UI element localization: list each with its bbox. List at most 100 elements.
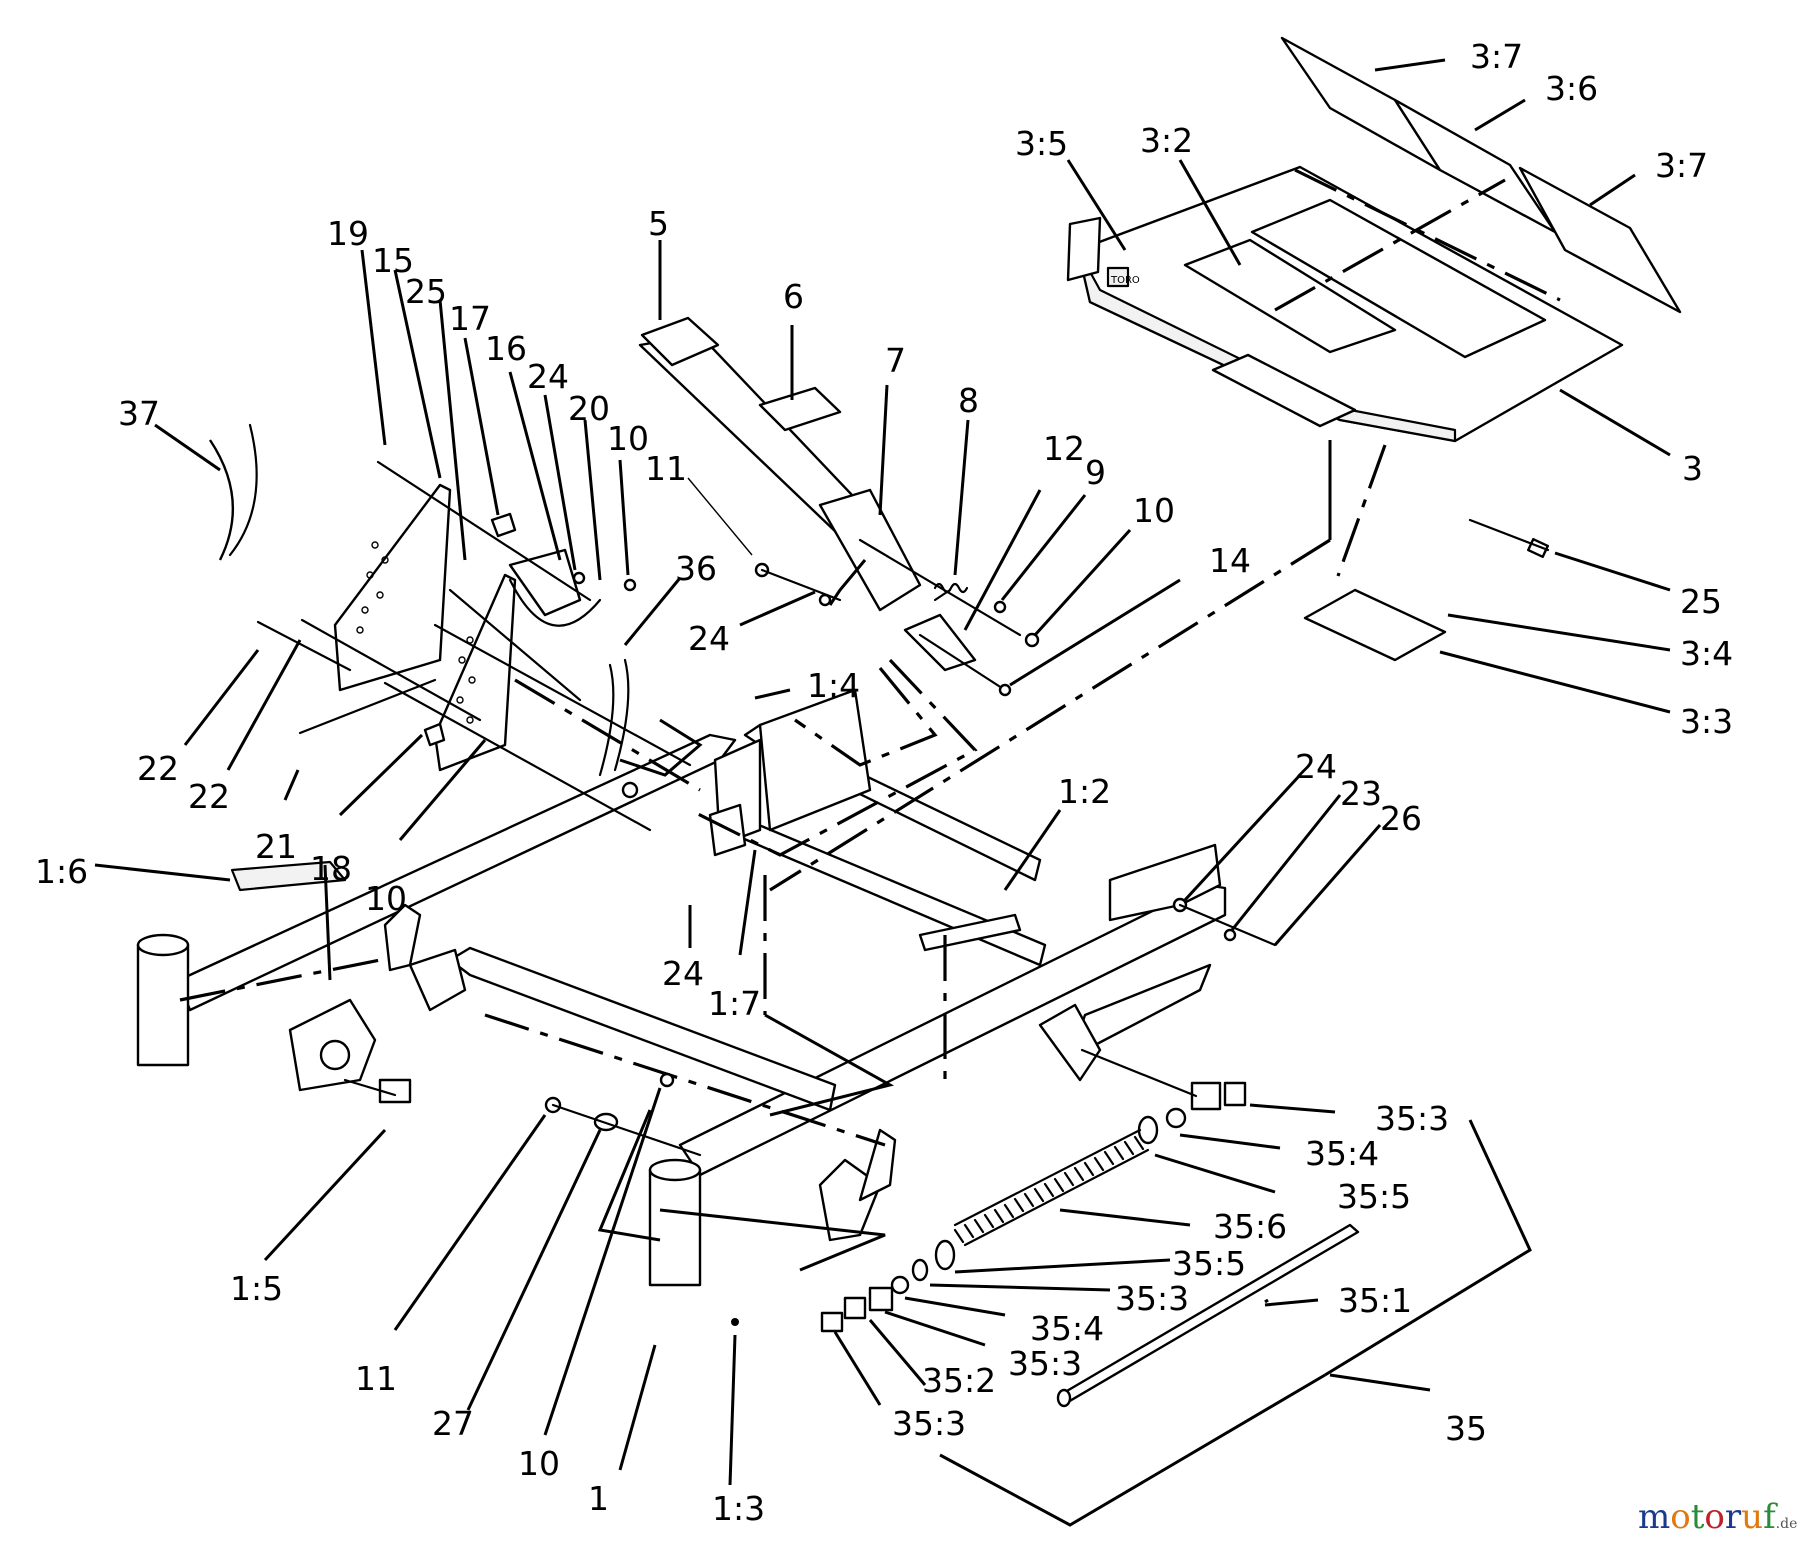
leader-frame-lower-path [659,1208,886,1272]
leader-26 [1273,824,1382,946]
washer-35-5-top [1137,1115,1159,1145]
leader-35-4-bottom [904,1296,1006,1317]
callout-5: 5 [648,204,669,243]
bolt-22-b-axis [256,620,352,672]
callout-24-d: 24 [662,954,704,993]
leader-35-1 [1264,1298,1319,1307]
wm-u: u [1741,1497,1763,1537]
frame-crossbar-rear [448,946,837,1112]
leader-1-7 [738,849,757,956]
callout-35-1: 35:1 [1338,1281,1412,1320]
pedal-shaft-axis [858,538,1022,637]
leader-1-2 [1003,809,1062,891]
bracket-rod-lower [383,681,652,832]
wm-o1: o [1670,1497,1690,1537]
leader-21 [283,769,300,801]
leader-37 [154,423,221,472]
callout-37: 37 [118,394,160,433]
leader-35-3-top [1249,1103,1336,1114]
bolt-25-axis [1468,518,1550,552]
decal-1-6 [230,860,347,892]
washer-35-5-bottom [934,1239,956,1271]
washer-9 [993,600,1007,614]
leader-16 [508,371,562,561]
frame-crossbar-front [718,813,1047,967]
bracket-35-upper [1324,1119,1532,1377]
callout-24-b: 24 [688,619,730,658]
callout-22-b: 22 [188,777,230,816]
leader-1-3 [728,1334,737,1486]
leader-8 [953,419,970,576]
wm-f: f [1763,1497,1778,1537]
leader-3-3 [1439,650,1671,714]
deck-plate-assembly: TORO [1066,36,1682,662]
leader-24-c [1183,773,1302,902]
spacer-18 [423,722,446,747]
decal-sheet-3-6 [1393,98,1557,234]
decal-3-4 [1303,588,1447,662]
leader-35-1-stub [1264,1298,1269,1304]
leader-18 [338,733,424,817]
leader-lines [94,58,1671,1486]
callout-35-3-top: 35:3 [1375,1099,1449,1138]
callout-35-6: 35:6 [1213,1207,1287,1246]
frame-pivot-tube-left-top [136,933,190,957]
nut-24-pedal [818,593,832,607]
bracket-lever-16-spring [508,578,602,627]
leader-22-a [183,649,260,746]
frame-bracket-left-hole [319,1039,351,1071]
frame-rail-left [176,733,737,1012]
callout-labels: 3:7 3:6 3:7 3:5 3:2 3 25 3:4 3:3 5 6 7 8… [35,37,1733,1528]
leader-3-4 [1447,613,1671,652]
callout-1-4: 1:4 [807,666,860,705]
leader-bracket-frame [619,718,703,777]
bolt-26-axis [1178,903,1277,947]
leader-25-right [1554,551,1671,592]
callout-36: 36 [675,549,717,588]
washer-35-3-lower [911,1258,929,1282]
callout-3: 3 [1682,449,1703,488]
nut-24-bracket [621,781,639,799]
callout-35-5-top: 35:5 [1337,1177,1411,1216]
leader-11-27-path [597,1109,661,1242]
leader-36 [623,577,682,646]
loose-hardware [544,897,1277,1157]
centerline-pedal-mount [794,666,938,767]
bolt-19-axis [376,460,592,602]
leader-12 [963,489,1042,631]
callout-15: 15 [372,241,414,280]
leader-27 [466,1129,602,1411]
callout-24-c: 24 [1295,747,1337,786]
leader-35-3-bottom [833,1331,882,1406]
spring-rod-axis [1080,1048,1198,1098]
callout-10-c: 10 [365,879,407,918]
centerline-pedal-frame [689,658,978,857]
deck-plate-pad-large [1250,198,1547,359]
callout-3-7-right: 3:7 [1655,146,1708,185]
callout-35: 35 [1445,1409,1487,1448]
callout-27: 27 [432,1404,474,1443]
callout-1-3: 1:3 [712,1489,765,1528]
nut-35-3-top [1223,1081,1247,1107]
nut-10-bottom [659,1072,675,1088]
block-35-2 [843,1296,867,1320]
block-35-3-bottom [868,1286,894,1312]
leader-1-5 [263,1128,387,1262]
leader-1-4 [754,688,791,700]
bracket-lever-16 [508,548,582,617]
frame-mount-plate-1-4 [758,688,872,832]
leader-35-3-lower [884,1310,986,1347]
deck-plate-pad-small [1211,353,1357,428]
callout-35-4-bottom: 35:4 [1030,1309,1104,1348]
bracket-rod-upper [433,623,692,767]
callout-1-6: 1:6 [35,852,88,891]
part-36-edge [613,658,630,772]
callout-35-3-mid: 35:3 [1115,1279,1189,1318]
callout-12: 12 [1043,429,1085,468]
frame-pivot-tube-left [136,943,190,1067]
callout-14: 14 [1209,541,1251,580]
leader-22-b [226,639,302,771]
callout-19: 19 [327,214,369,253]
leader-7 [878,384,889,516]
frame-pivot-tube-right-top [648,1158,702,1182]
